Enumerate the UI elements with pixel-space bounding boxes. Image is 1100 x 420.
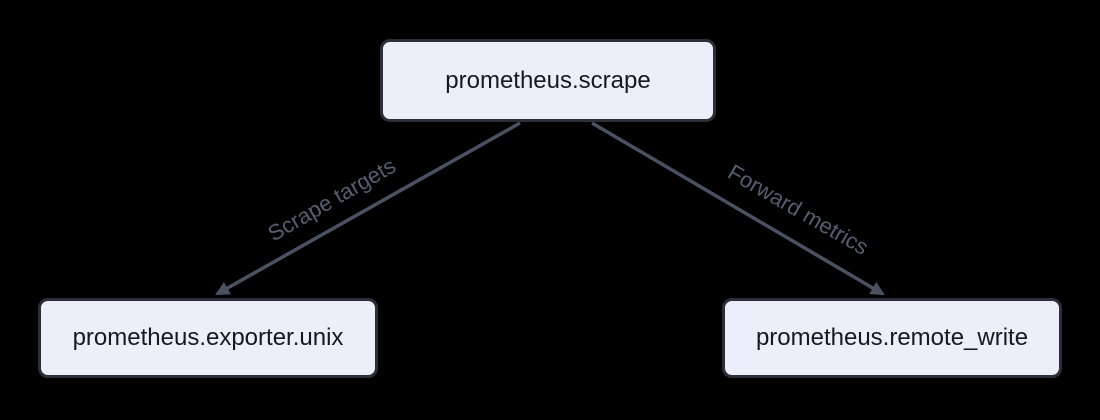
- node-prometheus-scrape-label: prometheus.scrape: [445, 66, 651, 94]
- node-prometheus-remote-write: prometheus.remote_write: [722, 298, 1062, 378]
- node-prometheus-scrape: prometheus.scrape: [380, 39, 716, 122]
- node-prometheus-exporter-unix: prometheus.exporter.unix: [38, 298, 378, 378]
- edge-scrape-to-exporter: [215, 121, 521, 296]
- edge-scrape-to-remote-write: [591, 121, 885, 296]
- node-prometheus-remote-write-label: prometheus.remote_write: [755, 324, 1029, 351]
- node-prometheus-exporter-unix-label: prometheus.exporter.unix: [72, 324, 344, 351]
